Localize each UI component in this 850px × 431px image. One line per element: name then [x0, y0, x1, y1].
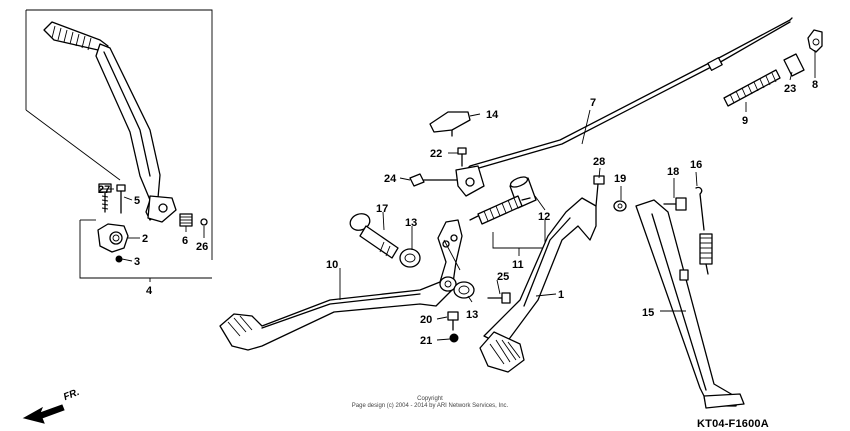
kick-starter-group-box [25, 9, 213, 260]
kick-lever-1 [479, 197, 597, 373]
nut-21 [449, 333, 459, 343]
callout-26: 26 [196, 241, 208, 253]
callout-10: 10 [326, 259, 338, 271]
callout-8: 8 [812, 79, 818, 91]
bolt-28 [593, 175, 605, 207]
callout-19: 19 [614, 173, 626, 185]
clip-14 [429, 111, 471, 137]
kick-boss-assy-box [79, 219, 212, 282]
callout-13-lower: 13 [466, 309, 478, 321]
copyright-line-1: Copyright [417, 396, 443, 402]
callout-5: 5 [134, 195, 140, 207]
callout-11-bracket [492, 220, 546, 256]
callout-23: 23 [784, 83, 796, 95]
joint-23 [783, 53, 805, 77]
nut-3 [115, 255, 123, 263]
screw-22 [457, 147, 467, 167]
front-arrow-icon [22, 404, 65, 424]
copyright-line-2: Page design (c) 2004 - 2014 by ARI Netwo… [351, 403, 509, 409]
callout-6: 6 [182, 235, 188, 247]
spring-9 [723, 69, 781, 107]
bolt-25 [487, 292, 511, 304]
callout-14: 14 [486, 109, 499, 121]
kick-boss-2 [97, 223, 129, 253]
spring-11 [469, 195, 531, 225]
bolt-18 [663, 197, 687, 211]
main-stand-15 [635, 199, 745, 409]
brake-pedal-10 [219, 219, 463, 351]
callout-4: 4 [146, 285, 153, 297]
callout-3: 3 [134, 256, 140, 268]
seal-13-lower [453, 281, 475, 299]
callout-1: 1 [558, 289, 564, 301]
callout-22: 22 [430, 148, 442, 160]
callouts: 1 2 3 4 5 6 7 8 9 10 11 12 13 13 14 15 1… [98, 79, 818, 347]
callout-9: 9 [742, 115, 748, 127]
bolt-20 [447, 311, 459, 331]
callout-11: 11 [512, 259, 524, 271]
spring-6 [179, 213, 193, 227]
callout-27: 27 [98, 184, 110, 196]
pivot-bolt-17 [349, 213, 399, 259]
callout-18: 18 [667, 166, 679, 178]
callout-21: 21 [420, 335, 432, 347]
callout-13-upper: 13 [405, 217, 417, 229]
callout-20: 20 [420, 314, 432, 326]
callout-24: 24 [384, 173, 397, 185]
callout-2: 2 [142, 233, 148, 245]
spring-16 [695, 186, 713, 275]
callout-16: 16 [690, 159, 702, 171]
seal-13-upper [399, 248, 421, 268]
callout-28: 28 [593, 156, 605, 168]
pin-5 [116, 184, 126, 214]
pin-24 [409, 165, 485, 197]
callout-15: 15 [642, 307, 654, 319]
callout-25: 25 [497, 271, 509, 283]
callout-17: 17 [376, 203, 388, 215]
leader-lines [100, 50, 816, 341]
ball-26 [200, 218, 208, 226]
bolt-27 [98, 183, 112, 213]
callout-12: 12 [538, 211, 550, 223]
kick-starter-arm [43, 21, 177, 223]
adjusting-nut-8 [807, 29, 823, 53]
callout-7: 7 [590, 97, 596, 109]
nut-19 [613, 200, 627, 212]
diagram-code: KT04-F1600A [697, 418, 769, 430]
